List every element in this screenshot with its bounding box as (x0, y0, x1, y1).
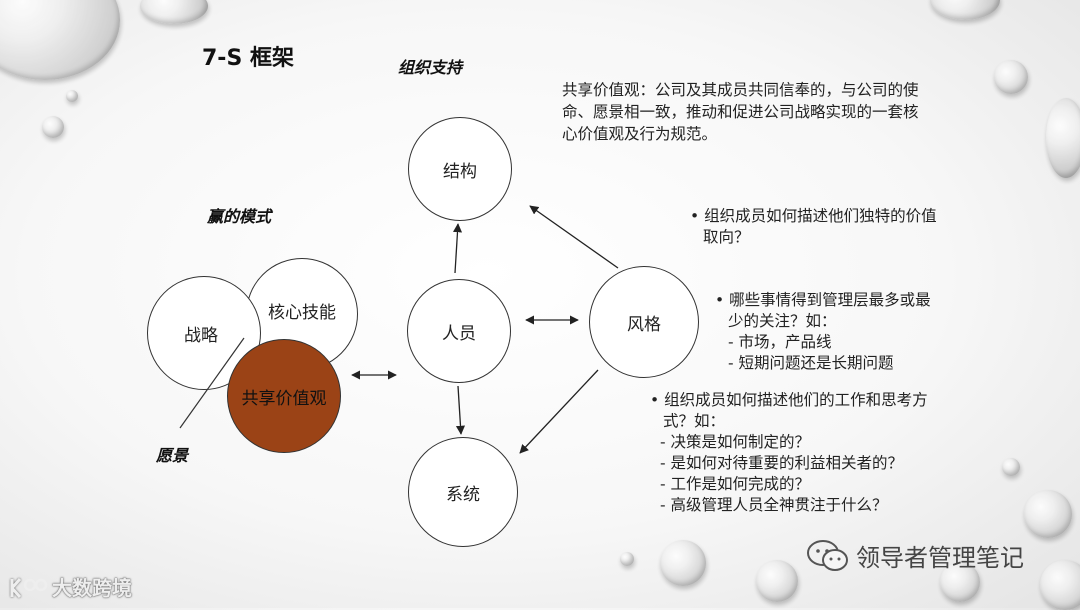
strategy-label: 战略 (184, 325, 218, 346)
bullet-dot-icon: • (690, 207, 705, 225)
water-droplet-decoration (930, 0, 1000, 20)
org-support-label: 组织支持 (398, 58, 463, 77)
structure-circle: 结构 (408, 117, 512, 221)
bullet-item: • 组织成员如何描述他们独特的价值 取向？ (690, 206, 937, 248)
bullet-item: • 组织成员如何描述他们的工作和思考方 式？如： - 决策是如何制定的？ - 是… (650, 390, 928, 516)
arrow-style-to-structure (529, 205, 619, 269)
water-droplet-decoration (994, 60, 1028, 94)
water-droplet-decoration (620, 552, 634, 566)
bullet-line: 取向？ (703, 228, 750, 246)
water-droplet-decoration (660, 540, 706, 586)
bullet-line: • 组织成员如何描述他们的工作和思考方 (650, 391, 928, 409)
bullet-line: 少的关注？如： (728, 312, 837, 330)
arrow-style-to-systems (519, 369, 599, 454)
water-droplet-decoration (66, 90, 78, 102)
sub-bullet: - 决策是如何制定的？ (660, 433, 811, 451)
brand-logo: 大数跨境 (8, 572, 132, 601)
slide-title: 7-S 框架 (202, 46, 294, 71)
bullet-dot-icon: • (650, 391, 665, 409)
systems-label: 系统 (446, 484, 480, 505)
description-line: 命、愿景相一致，推动和促进公司战略实现的一套核 (562, 103, 919, 121)
winning-model-label: 赢的模式 (207, 207, 272, 226)
sub-bullet: - 是如何对待重要的利益相关者的？ (660, 454, 904, 472)
bullet-dot-icon: • (715, 291, 730, 309)
arrow-people-to-systems (455, 385, 466, 435)
wechat-icon (807, 539, 848, 571)
structure-label: 结构 (443, 161, 477, 182)
sub-bullet: - 工作是如何完成的？ (660, 475, 811, 493)
arrow-people-to-structure (452, 223, 463, 274)
shared-values-description: 共享价值观：公司及其成员共同信奉的，与公司的使 命、愿景相一致，推动和促进公司战… (562, 79, 962, 145)
shared-values-label: 共享价值观 (241, 388, 327, 409)
sub-bullet: - 高级管理人员全神贯注于什么？ (660, 496, 888, 514)
core-skills-label: 核心技能 (268, 302, 336, 323)
people-label: 人员 (442, 323, 476, 344)
systems-circle: 系统 (408, 437, 518, 547)
sub-bullet: - 短期问题还是长期问题 (728, 354, 894, 372)
people-circle: 人员 (407, 279, 511, 383)
bullet-item: • 哪些事情得到管理层最多或最 少的关注？如： - 市场，产品线 - 短期问题还… (715, 290, 931, 374)
water-droplet-decoration (42, 116, 64, 138)
sub-bullet: - 市场，产品线 (728, 333, 832, 351)
vision-label: 愿景 (156, 446, 189, 465)
water-droplet-decoration (1040, 560, 1080, 610)
bullet-line: 式？如： (663, 412, 726, 430)
description-line: 心价值观及行为规范。 (562, 125, 718, 143)
brand-name: 大数跨境 (52, 576, 132, 600)
water-droplet-decoration (1002, 458, 1020, 476)
style-circle: 风格 (589, 266, 699, 378)
water-droplet-decoration (756, 560, 798, 602)
water-droplet-decoration (1024, 490, 1072, 538)
bullet-line: • 组织成员如何描述他们独特的价值 (690, 207, 937, 225)
water-droplet-decoration (1046, 98, 1080, 178)
style-label: 风格 (627, 314, 661, 335)
description-line: 共享价值观：公司及其成员共同信奉的，与公司的使 (562, 81, 919, 99)
water-droplet-decoration (940, 562, 980, 602)
shared-values-circle: 共享价值观 (227, 339, 341, 453)
brand-logo-icon (10, 577, 48, 598)
wechat-watermark: 领导者管理笔记 (806, 538, 1024, 573)
bullet-line: • 哪些事情得到管理层最多或最 (715, 291, 931, 309)
wechat-account-name: 领导者管理笔记 (856, 544, 1024, 572)
